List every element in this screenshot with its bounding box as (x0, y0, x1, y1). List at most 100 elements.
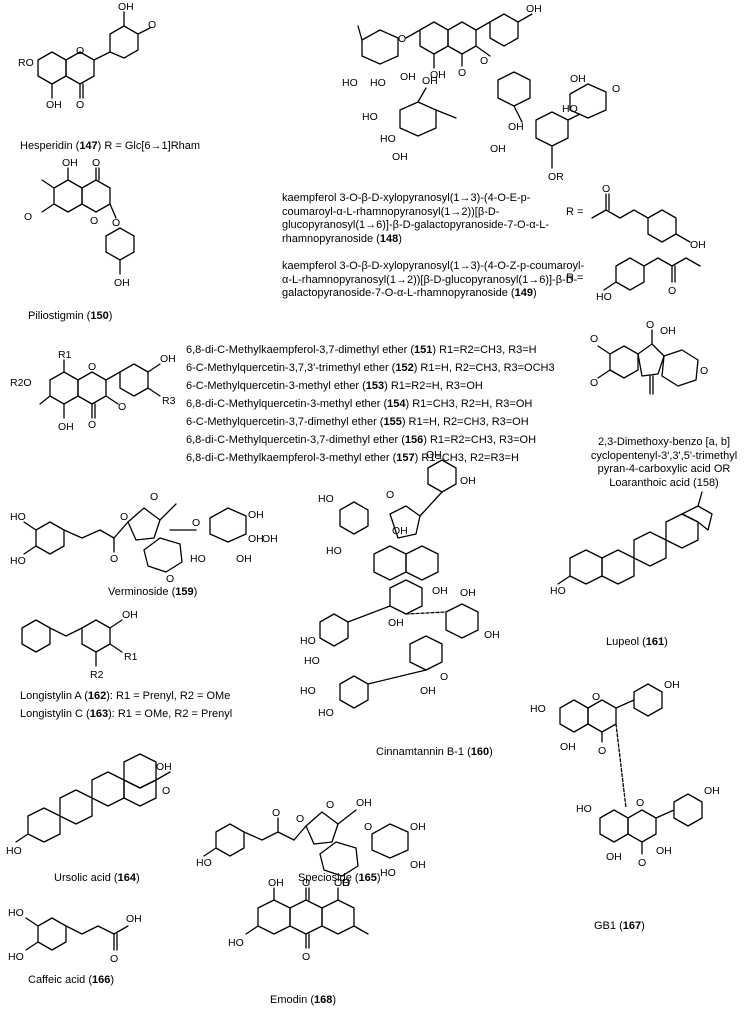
svg-text:O: O (598, 745, 606, 757)
svg-text:HO: HO (550, 585, 566, 597)
svg-text:O: O (120, 511, 128, 523)
loaranthoic-acid-structure: O OH O O O (590, 319, 708, 395)
svg-text:O: O (90, 215, 98, 227)
svg-text:O: O (192, 517, 200, 529)
svg-text:OH: OH (490, 143, 506, 155)
piliostigmin-structure: OH O O O O OH (24, 157, 135, 289)
svg-text:OH: OH (606, 851, 622, 863)
svg-text:OH: OH (262, 533, 278, 545)
svg-text:OH: OH (664, 679, 680, 691)
svg-text:O: O (592, 691, 600, 703)
svg-text:HO: HO (196, 857, 212, 869)
svg-text:HO: HO (380, 867, 396, 879)
svg-text:O: O (88, 361, 96, 373)
methylflavone-153: 6-C-Methylquercetin-3-methyl ether (153)… (186, 380, 483, 392)
svg-text:HO: HO (8, 907, 24, 919)
svg-text:HO: HO (10, 511, 26, 523)
svg-text:OH: OH (248, 509, 264, 521)
emodin-structure: OH O OH O HO (228, 877, 369, 963)
svg-text:HO: HO (228, 937, 244, 949)
r1-label-longistylin: R1 (124, 651, 138, 663)
svg-text:OH: OH (560, 741, 576, 753)
svg-text:O: O (118, 401, 126, 413)
svg-text:O: O (24, 211, 32, 223)
kaempferol-149-caption: kaempferol 3-O-β-D-xylopyranosyl(1→3)-(4… (282, 260, 585, 299)
svg-text:HO: HO (304, 655, 320, 667)
verminoside-caption: Verminoside (159) (108, 586, 198, 598)
svg-text:OH: OH (410, 859, 426, 871)
svg-text:O: O (272, 807, 280, 819)
svg-text:O: O (148, 19, 156, 31)
svg-text:HO: HO (596, 291, 612, 303)
verminoside-structure: HO HO O O O O OH OH HO OH OH O (10, 491, 278, 585)
svg-text:HO: HO (190, 553, 206, 565)
svg-text:O: O (112, 217, 120, 229)
svg-text:O: O (638, 857, 646, 869)
specioside-structure: HO O O O OH O O OH HO OH (196, 797, 426, 889)
methylflavone-154: 6,8-di-C-Methylquercetin-3-methyl ether … (186, 398, 533, 410)
svg-text:OH: OH (160, 353, 176, 365)
hesperidin-structure: RO O O OH OH O (18, 1, 156, 111)
longistylin-a-caption: Longistylin A (162): R1 = Prenyl, R2 = O… (20, 690, 231, 702)
svg-text:O: O (480, 55, 488, 67)
svg-text:O: O (296, 813, 304, 825)
caffeic-acid-caption: Caffeic acid (166) (28, 974, 115, 986)
svg-text:OH: OH (690, 239, 706, 251)
svg-text:OH: OH (704, 785, 720, 797)
svg-text:OH: OH (58, 421, 74, 433)
svg-text:HO: HO (380, 133, 396, 145)
svg-text:O: O (386, 489, 394, 501)
hesperidin-caption: Hesperidin (147) R = Glc[6→1]Rham (20, 140, 201, 152)
r-group-z-label: R = (566, 272, 584, 284)
svg-text:O: O (162, 785, 170, 797)
svg-text:OH: OH (426, 449, 442, 461)
svg-text:OH: OH (400, 71, 416, 83)
or-label: OR (548, 171, 564, 183)
svg-text:HO: HO (6, 845, 22, 857)
svg-text:OH: OH (46, 99, 62, 111)
svg-text:O: O (590, 377, 598, 389)
r2o-label: R2O (10, 377, 32, 389)
lupeol-caption: Lupeol (161) (606, 636, 668, 648)
emodin-caption: Emodin (168) (270, 994, 337, 1006)
svg-text:HO: HO (318, 493, 334, 505)
svg-text:O: O (668, 285, 676, 297)
svg-text:O: O (364, 821, 372, 833)
svg-text:OH: OH (392, 151, 408, 163)
svg-text:HO: HO (562, 103, 578, 115)
longistylin-c-caption: Longistylin C (163): R1 = OMe, R2 = Pren… (20, 708, 233, 720)
kaempferol-148-caption: kaempferol 3-O-β-D-xylopyranosyl(1→3)-(4… (282, 192, 550, 245)
svg-text:O: O (110, 953, 118, 965)
svg-text:O: O (612, 83, 620, 95)
svg-text:O: O (76, 99, 84, 111)
methylflavone-156: 6,8-di-C-Methylquercetin-3,7-dimethyl et… (186, 434, 537, 446)
svg-text:OH: OH (660, 325, 676, 337)
svg-text:HO: HO (370, 77, 386, 89)
caffeic-acid-structure: HO HO OH O (8, 907, 142, 965)
specioside-caption: Specioside (165) (298, 872, 381, 884)
svg-text:HO: HO (326, 545, 342, 557)
methylflavone-structure: R2O R1 OH R3 O OH O O (10, 349, 176, 433)
svg-text:OH: OH (526, 3, 542, 15)
svg-text:HO: HO (300, 635, 316, 647)
svg-text:O: O (342, 877, 350, 889)
svg-text:OH: OH (420, 685, 436, 697)
r2-label-longistylin: R2 (90, 669, 104, 681)
svg-text:O: O (302, 951, 310, 963)
svg-text:OH: OH (570, 73, 586, 85)
svg-text:OH: OH (114, 277, 130, 289)
svg-text:OH: OH (392, 525, 408, 537)
svg-text:O: O (398, 33, 406, 45)
svg-text:HO: HO (342, 77, 358, 89)
svg-text:O: O (646, 319, 654, 331)
svg-text:O: O (92, 157, 100, 169)
r3-label: R3 (162, 395, 176, 407)
svg-text:HO: HO (8, 951, 24, 963)
svg-text:RO: RO (18, 57, 34, 69)
z-coumaroyl-structure: HO O (596, 257, 701, 303)
svg-text:HO: HO (300, 685, 316, 697)
svg-text:OH: OH (122, 609, 138, 621)
svg-text:OH: OH (422, 75, 438, 87)
svg-text:OH: OH (268, 877, 284, 889)
